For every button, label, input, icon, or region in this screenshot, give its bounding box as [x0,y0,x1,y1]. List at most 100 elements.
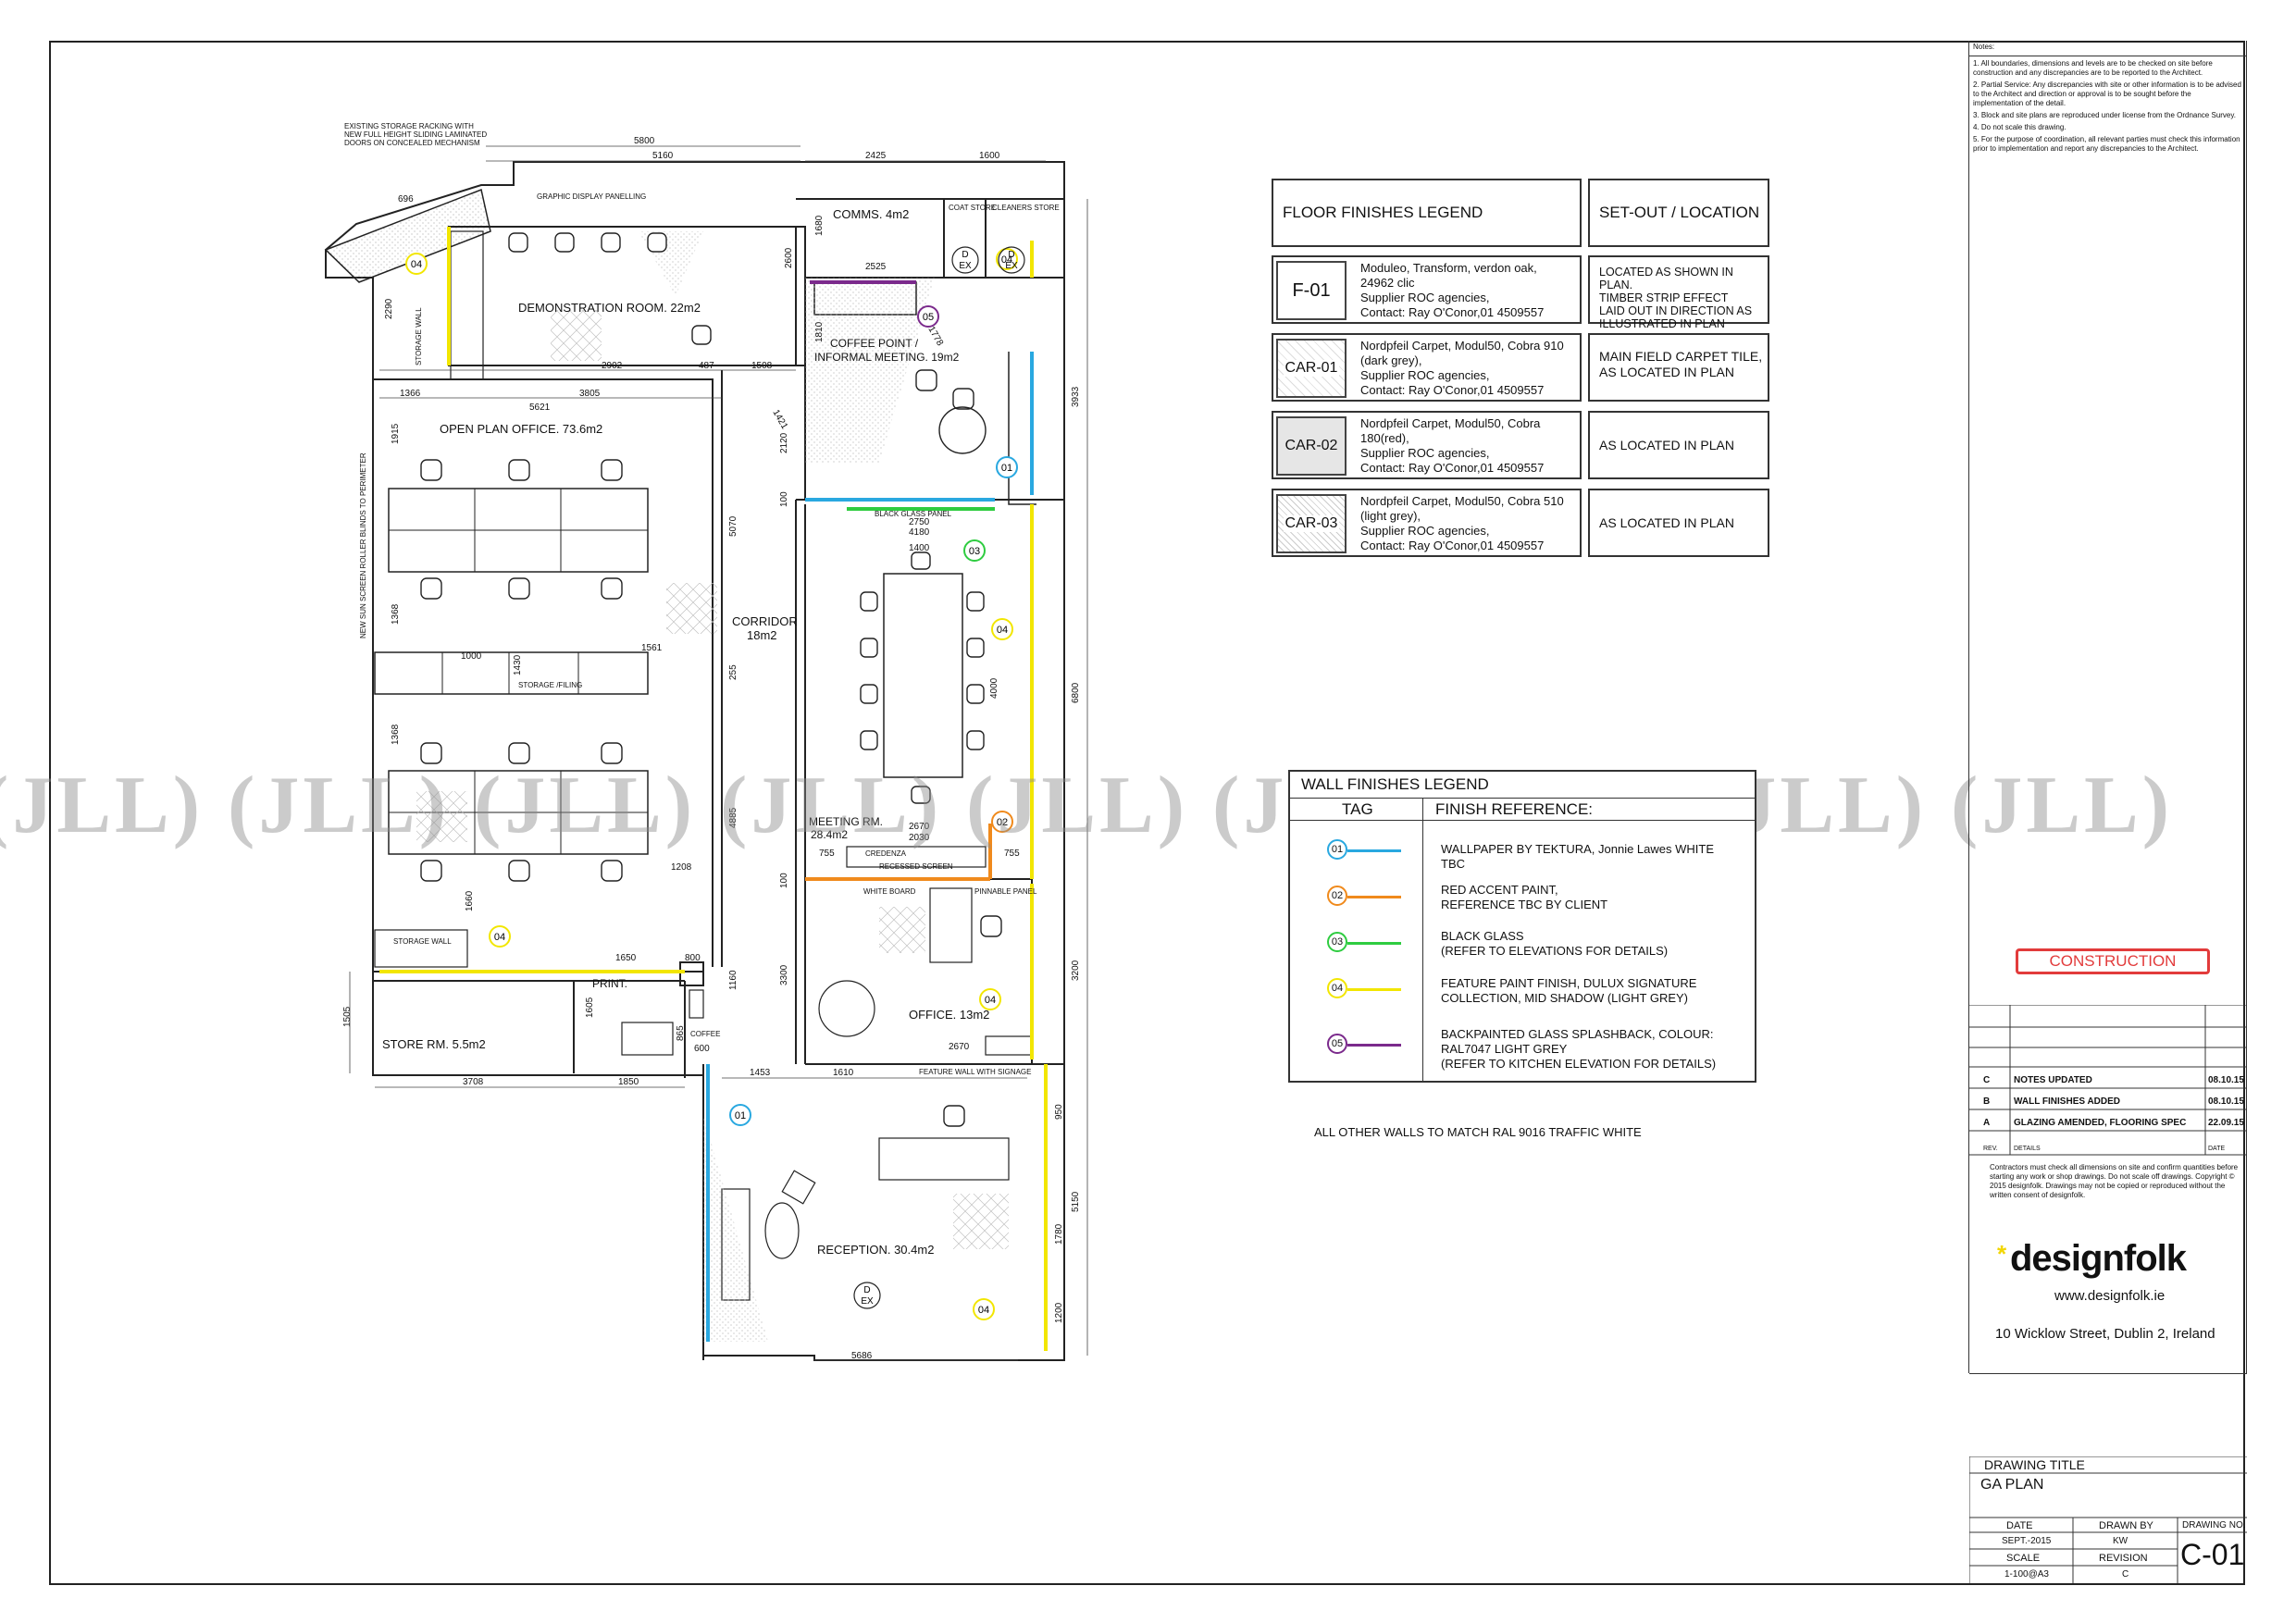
wall-finish-text: RAL7047 LIGHT GREY [1441,1042,1568,1056]
wall-legend: WALL FINISHES LEGEND TAG FINISH REFERENC… [1288,770,1756,1083]
wall-finish-text: (REFER TO KITCHEN ELEVATION FOR DETAILS) [1441,1057,1717,1071]
plan-note: PINNABLE PANEL [974,887,1037,896]
dimension: 2670 [909,822,930,832]
svg-text:04: 04 [997,625,1008,636]
wall-tag-line [1347,896,1401,898]
floor-location-line: TIMBER STRIP EFFECT [1599,291,1729,304]
drawn-by-value: KW [2113,1536,2128,1546]
drawing-number: C-01 [2180,1538,2245,1571]
wall-finish-text: (REFER TO ELEVATIONS FOR DETAILS) [1441,944,1669,958]
dimension: 2750 [909,517,930,527]
dimension: 2120 [779,432,789,453]
floor-desc-line: (light grey), [1360,509,1421,523]
scale-value: 1-100@A3 [2004,1569,2049,1580]
svg-text:EX: EX [1005,261,1018,271]
dimension: 1208 [671,862,692,873]
dimension: 2670 [949,1042,970,1052]
svg-text:04: 04 [1001,254,1012,266]
disclaimer: Contractors must check all dimensions on… [1990,1163,2239,1199]
wall-tag-line [1347,942,1401,945]
dimension: 1421 [770,408,789,431]
wall-legend-title: WALL FINISHES LEGEND [1301,775,1489,793]
wall-finish-text: BACKPAINTED GLASS SPLASHBACK, COLOUR: [1441,1027,1714,1041]
dimension: 3708 [463,1077,484,1087]
floor-legend-location-title: SET-OUT / LOCATION [1588,179,1769,247]
plan-note: NEW SUN SCREEN ROLLER BLINDS TO PERIMETE… [359,452,367,638]
floor-plan: 04 04 05 01 03 04 02 04 04 01 04 DEX DEX… [324,122,1088,1361]
dimension: 800 [685,953,701,963]
dimension: 1915 [391,423,401,444]
floor-desc-line: Contact: Ray O'Conor,01 4509557 [1360,305,1545,319]
svg-text:04: 04 [985,995,996,1006]
svg-text:01: 01 [735,1110,746,1121]
floor-location-cell: AS LOCATED IN PLAN [1588,411,1769,479]
wall-tag-01: 01 [1327,839,1347,860]
dimension: 5070 [728,515,738,537]
floor-legend-row: CAR-03 Nordpfeil Carpet, Modul50, Cobra … [1272,489,1582,557]
dimension: 3300 [779,964,789,985]
drawing-no-label: DRAWING NO. [2182,1520,2246,1530]
dimension: 950 [1054,1104,1064,1120]
dimension: 1453 [750,1068,771,1078]
svg-text:02: 02 [997,817,1008,828]
dimension: 1610 [833,1068,854,1078]
rev-date: 08.10.15 [2208,1075,2244,1085]
wall-tag-03: 03 [1327,932,1347,952]
floor-desc-line: Nordpfeil Carpet, Modul50, Cobra [1360,416,1541,430]
dimension: 100 [779,873,789,888]
dimension: 3933 [1071,386,1081,407]
dimension: 1160 [728,970,738,990]
revision-table: C NOTES UPDATED 08.10.15 B WALL FINISHES… [1969,1005,2247,1158]
dimension: 1505 [342,1006,353,1027]
designfolk-logo: * designfolk www.designfolk.ie [1990,1233,2221,1307]
floor-desc-line: Contact: Ray O'Conor,01 4509557 [1360,461,1545,475]
dimension: 1200 [1054,1302,1064,1323]
rev-details: NOTES UPDATED [2014,1075,2092,1085]
floor-legend-title: FLOOR FINISHES LEGEND [1272,179,1582,247]
room-label-coffee: COFFEE POINT / [830,337,919,350]
room-label-meeting-2: 28.4m2 [811,828,848,841]
wall-finish-text: FEATURE PAINT FINISH, DULUX SIGNATURE [1441,976,1697,990]
dimension: 2600 [784,247,794,268]
svg-text:05: 05 [923,312,934,323]
floor-swatch-f01: F-01 [1276,261,1347,320]
floor-location-line: AS LOCATED IN PLAN [1599,365,1735,379]
wall-finish-text: COLLECTION, MID SHADOW (LIGHT GREY) [1441,991,1689,1005]
floor-swatch-car02: CAR-02 [1276,416,1347,476]
svg-text:04: 04 [411,259,422,270]
plan-note: CREDENZA [865,849,907,858]
rev-head: DETAILS [2014,1146,2041,1152]
svg-text:D: D [1008,250,1014,260]
dimension: 1508 [751,361,773,371]
dimension: 4885 [728,807,738,828]
dimension: 1810 [814,321,825,342]
construction-stamp: CONSTRUCTION [2016,948,2210,974]
room-label-print: PRINT. [592,977,627,990]
floor-desc-line: Contact: Ray O'Conor,01 4509557 [1360,383,1545,397]
floor-desc-line: Supplier ROC agencies, [1360,291,1490,304]
room-label-reception: RECEPTION. 30.4m2 [817,1243,934,1257]
floor-location-cell: AS LOCATED IN PLAN [1588,489,1769,557]
revision-label: REVISION [2099,1553,2148,1564]
dimension: 696 [398,194,414,204]
wall-finish-text: TBC [1441,857,1465,871]
dimension: 5621 [529,403,551,413]
dimension: 4180 [909,527,930,538]
logo-star-icon: * [1997,1240,2007,1268]
title-column-divider [1968,41,1969,1373]
plan-note: EXISTING STORAGE RACKING WITH [344,122,474,130]
dimension: 487 [699,361,714,371]
wall-legend-footnote: ALL OTHER WALLS TO MATCH RAL 9016 TRAFFI… [1314,1125,1642,1139]
rev-date: 22.09.15 [2208,1118,2244,1128]
dimension: 1778 [925,325,945,348]
floor-desc-line: 24962 clic [1360,276,1415,290]
dimension: 865 [676,1025,686,1041]
dimension: 5800 [634,136,655,146]
rev-date: 08.10.15 [2208,1096,2244,1107]
wall-finish-text: WALLPAPER BY TEKTURA, Jonnie Lawes WHITE [1441,842,1715,856]
wall-tag-line [1347,1044,1401,1047]
room-label-coffee-2: INFORMAL MEETING. 19m2 [814,351,960,364]
dimension: 1650 [615,953,637,963]
floor-desc-line: 180(red), [1360,431,1409,445]
scale-label: SCALE [2006,1553,2041,1564]
